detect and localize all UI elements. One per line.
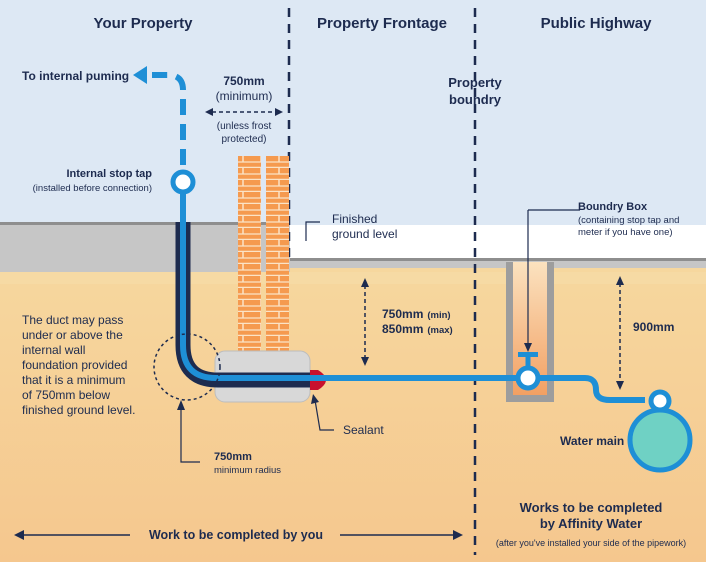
sealant-label: Sealant [343, 423, 384, 437]
sealant-leader [314, 399, 334, 431]
depth-min-unit: (min) [427, 310, 450, 321]
brick-wall-inner [238, 156, 261, 366]
frost-protected-label: protected) [221, 134, 266, 145]
internal-stop-tap-icon [170, 169, 196, 195]
depth-750-minimum-label: (minimum) [216, 89, 273, 103]
boundary-box-label: Boundry Box [578, 201, 648, 213]
sky-area [0, 0, 706, 225]
minimum-radius-circle [153, 333, 221, 401]
works-affinity-label: Works to be completed [520, 500, 663, 515]
brick-wall-outer [266, 156, 289, 366]
internal-stop-tap-note: (installed before connection) [33, 183, 152, 194]
finished-ground-label: Finished [332, 212, 377, 226]
water-main-icon [627, 407, 693, 473]
soil-right [290, 268, 706, 562]
depth-900-label: 900mm [633, 320, 674, 334]
unless-frost-label: (unless frost [217, 121, 272, 132]
depth-750-label: 750mm [223, 74, 264, 88]
pipe-to-internal-plumbing [152, 72, 186, 165]
depth-max-unit: (max) [427, 325, 452, 336]
water-main-connection-icon [648, 389, 672, 413]
works-affinity-label-2: by Affinity Water [540, 516, 642, 531]
depth-min-label: 750mm (min) [382, 307, 451, 321]
depth-min-value: 750mm [382, 307, 423, 321]
finished-ground-leader [305, 221, 320, 241]
duct-note-line: of 750mm below [22, 388, 110, 402]
header-property-frontage: Property Frontage [317, 15, 447, 32]
radius-label: minimum radius [214, 465, 281, 476]
arrow-to-internal-icon [133, 66, 147, 84]
depth-max-value: 850mm [382, 322, 423, 336]
duct-note-line: The duct may pass [22, 313, 123, 327]
duct-note-line: internal wall [22, 343, 85, 357]
to-internal-plumbing-label: To internal puming [22, 69, 129, 83]
duct-note: The duct may pass under or above the int… [22, 313, 135, 417]
radius-value-label: 750mm [214, 451, 252, 463]
duct-note-line: that it is a minimum [22, 373, 125, 387]
boundary-box-note: (containing stop tap and [578, 215, 679, 226]
boundary-stop-tap-icon [515, 365, 541, 391]
finished-ground-label-2: ground level [332, 227, 397, 241]
radius-leader [180, 404, 200, 463]
works-affinity-note: (after you've installed your side of the… [496, 538, 686, 548]
property-boundary-label: Property [448, 75, 502, 90]
header-public-highway: Public Highway [541, 15, 653, 32]
depth-max-label: 850mm (max) [382, 322, 453, 336]
duct-note-line: under or above the [22, 328, 123, 342]
header-your-property: Your Property [94, 15, 194, 32]
property-boundary-label-2: boundry [449, 92, 502, 107]
duct-note-line: finished ground level. [22, 403, 135, 417]
water-main-label: Water main [560, 434, 624, 448]
boundary-box-note-2: meter if you have one) [578, 227, 673, 238]
supply-pipe [180, 192, 645, 403]
work-by-you-label: Work to be completed by you [149, 528, 323, 542]
duct-note-line: foundation provided [22, 358, 127, 372]
internal-stop-tap-label: Internal stop tap [66, 168, 152, 180]
